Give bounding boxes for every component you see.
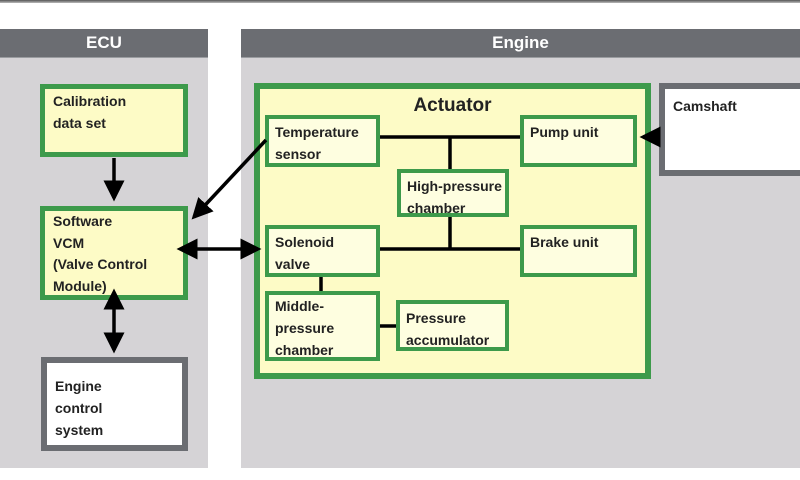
brake-unit-block[interactable]: Brake unit	[520, 225, 637, 277]
solenoid-valve-block[interactable]: Solenoid valve	[265, 225, 380, 277]
actuator-title: Actuator	[413, 95, 492, 116]
camshaft-block[interactable]: Camshaft	[659, 83, 800, 176]
ecu-panel-title: ECU	[0, 29, 208, 58]
temperature-sensor-block[interactable]: Temperature sensor	[265, 115, 380, 167]
high-pressure-chamber-block[interactable]: High-pressure chamber	[397, 169, 509, 217]
engine-control-system-block[interactable]: Engine control system	[41, 357, 188, 451]
software-vcm-block[interactable]: Software VCM (Valve Control Module)	[40, 206, 188, 300]
top-rule	[0, 0, 800, 3]
pump-unit-block[interactable]: Pump unit	[520, 115, 637, 167]
calibration-data-set-block[interactable]: Calibration data set	[40, 84, 188, 157]
pressure-accumulator-block[interactable]: Pressure accumulator	[396, 300, 509, 351]
engine-panel-title: Engine	[241, 29, 800, 58]
middle-pressure-chamber-block[interactable]: Middle- pressure chamber	[265, 291, 380, 361]
